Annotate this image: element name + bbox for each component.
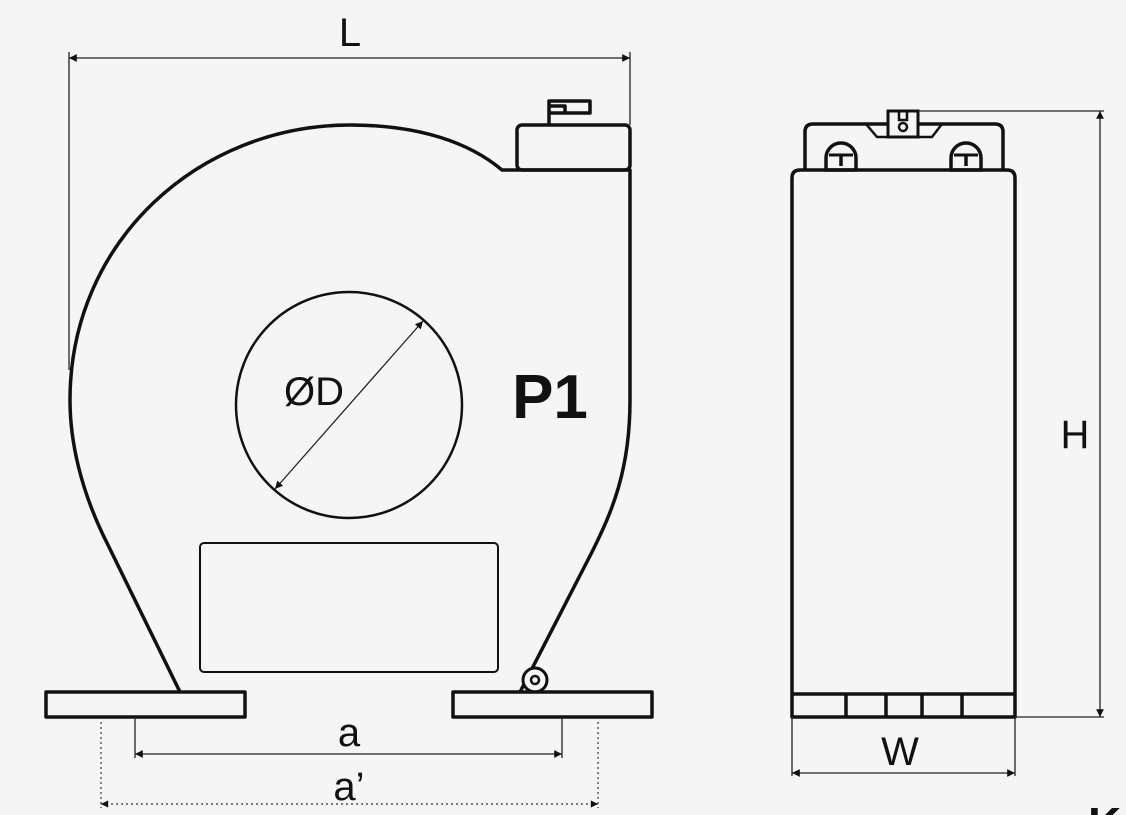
nameplate <box>199 542 499 673</box>
diameter-dimension-line <box>274 320 424 490</box>
ground-bolt <box>521 666 549 694</box>
a-label: a <box>338 711 361 755</box>
side-body <box>790 168 1017 719</box>
diameter-label: ØD <box>284 370 344 414</box>
terminal-screw <box>547 99 592 125</box>
length-label: L <box>339 11 361 55</box>
side-view: H W <box>790 109 1104 777</box>
model-label: P1 <box>512 363 588 432</box>
terminal-box <box>515 123 632 172</box>
base-plate-right <box>451 690 654 719</box>
base-feet <box>792 692 1015 717</box>
base-plate-left <box>44 690 247 719</box>
terminal-hole <box>897 121 909 133</box>
front-view: ØD P1 L a a’ <box>44 11 654 809</box>
height-label: H <box>1061 413 1090 457</box>
cropped-corner-letter: K <box>1088 798 1121 815</box>
width-label: W <box>881 730 919 774</box>
terminal-slot <box>897 111 909 122</box>
screw-left <box>824 141 858 172</box>
a-prime-label: a’ <box>333 765 364 809</box>
transformer-body-outline <box>68 123 632 693</box>
screw-right <box>949 141 983 172</box>
ground-bolt-hole <box>529 674 541 686</box>
primary-window <box>234 290 464 520</box>
